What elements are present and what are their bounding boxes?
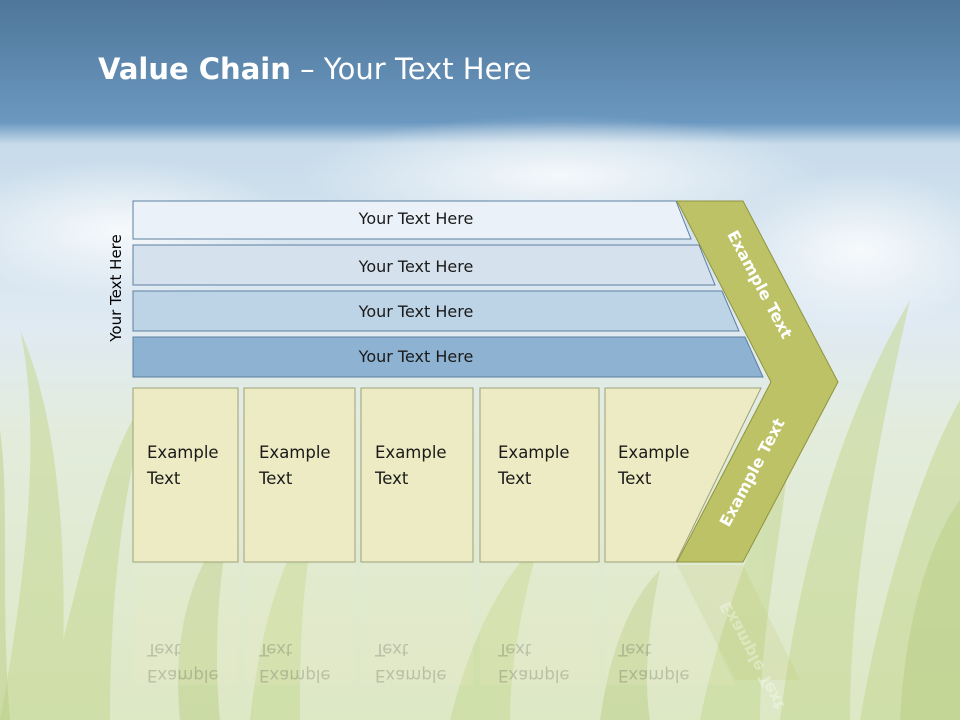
title-bold: Value Chain [98, 52, 291, 86]
column-2-line2: Text [258, 469, 293, 488]
row-2: Your Text Here [132, 244, 716, 286]
column-1-line2: Text [146, 469, 181, 488]
column-4-line1: Example [498, 443, 570, 462]
column-3: Example Text [360, 387, 474, 563]
column-1: Example Text [132, 387, 239, 563]
reflection-5-line1: Example [618, 666, 690, 685]
column-5-line2: Text [617, 469, 652, 488]
row-2-shape [132, 244, 716, 286]
column-boxes: Example Text Example Text Example Text E… [132, 387, 762, 563]
column-3-line1: Example [375, 443, 447, 462]
row-3-shape [132, 290, 740, 332]
reflection-box-3 [361, 565, 473, 685]
column-3-box [360, 387, 474, 563]
reflection-chevron [677, 565, 800, 680]
column-1-line1: Example [147, 443, 219, 462]
reflection-1-line1: Example [147, 666, 219, 685]
column-2-line1: Example [259, 443, 331, 462]
reflection-2-line2: Text [258, 640, 293, 659]
row-4-shape [132, 336, 764, 378]
column-1-box [132, 387, 239, 563]
reflection-2-line1: Example [259, 666, 331, 685]
slide-title: Value Chain – Your Text Here [98, 52, 532, 86]
reflection-box-4 [480, 565, 599, 685]
reflection-3-line1: Example [375, 666, 447, 685]
reflection-5-line2: Text [617, 640, 652, 659]
column-4-line2: Text [497, 469, 532, 488]
column-5-line1: Example [618, 443, 690, 462]
column-2: Example Text [243, 387, 356, 563]
column-4-box [479, 387, 600, 563]
row-3: Your Text Here [132, 290, 740, 332]
reflection: Example Text Example Text Example Text E… [133, 565, 800, 713]
column-5: Example Text [604, 387, 762, 563]
row-4-label: Your Text Here [358, 347, 474, 366]
reflection-box-5 [605, 565, 735, 685]
reflection-4-line2: Text [497, 640, 532, 659]
column-3-line2: Text [374, 469, 409, 488]
reflection-3-line2: Text [374, 640, 409, 659]
reflection-4-line1: Example [498, 666, 570, 685]
row-4: Your Text Here [132, 336, 764, 378]
column-2-box [243, 387, 356, 563]
row-1-label: Your Text Here [358, 209, 474, 228]
row-2-label: Your Text Here [358, 257, 474, 276]
column-5-box [604, 387, 762, 563]
reflection-1-line2: Text [146, 640, 181, 659]
row-bars: Your Text Here Your Text Here Your Text … [132, 200, 764, 378]
title-rest: – Your Text Here [290, 52, 532, 86]
column-4: Example Text [479, 387, 600, 563]
chevron-shape [676, 200, 839, 563]
row-3-label: Your Text Here [358, 302, 474, 321]
reflection-box-1 [133, 565, 238, 685]
reflection-box-2 [244, 565, 355, 685]
row-1: Your Text Here [132, 200, 692, 240]
row-1-shape [132, 200, 692, 240]
